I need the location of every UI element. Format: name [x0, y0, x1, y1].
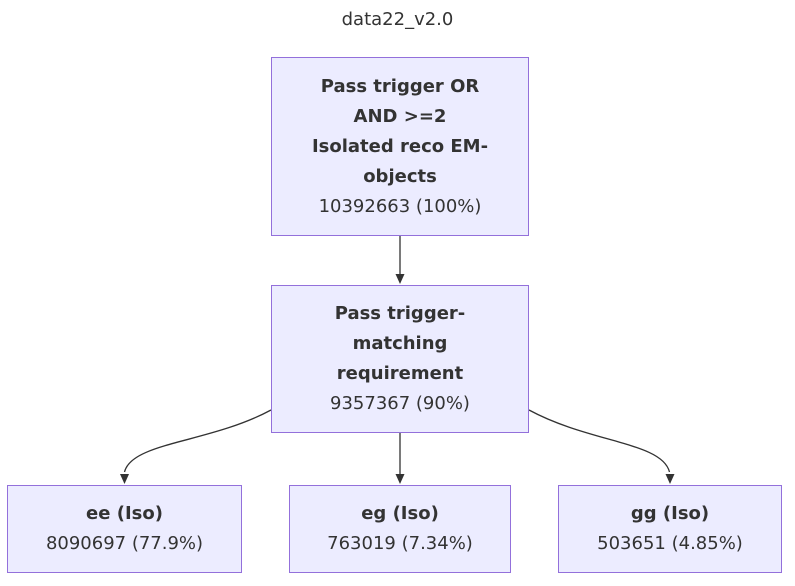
arrowhead-root-to-trigger-match [395, 274, 405, 284]
node-root-label: Pass trigger OR AND >=2 Isolated reco EM… [311, 75, 489, 187]
node-root: Pass trigger OR AND >=2 Isolated reco EM… [271, 57, 529, 236]
node-root-count: 10392663 (100%) [318, 195, 482, 217]
diagram-title: data22_v2.0 [341, 9, 454, 30]
node-eg-iso-count: 763019 (7.34%) [327, 533, 473, 554]
node-ee-iso-count: 8090697 (77.9%) [45, 533, 204, 554]
arrowhead-trigger-match-to-ee [120, 474, 129, 484]
arrowhead-trigger-match-to-eg [395, 474, 405, 484]
node-gg-iso-count: 503651 (4.85%) [597, 533, 743, 554]
node-eg-iso-label: eg (Iso) [361, 503, 439, 524]
edge-trigger-match-to-ee [123, 409, 272, 473]
node-trigger-matching-count: 9357367 (90%) [330, 393, 470, 414]
node-gg-iso: gg (Iso) 503651 (4.85%) [558, 485, 782, 573]
node-eg-iso: eg (Iso) 763019 (7.34%) [289, 485, 511, 573]
arrowhead-trigger-match-to-gg [665, 474, 675, 484]
edge-trigger-match-to-gg [528, 409, 671, 473]
node-ee-iso-label: ee (Iso) [86, 503, 163, 524]
node-gg-iso-label: gg (Iso) [630, 503, 710, 524]
node-trigger-matching: Pass trigger- matching requirement 93573… [271, 285, 529, 433]
node-ee-iso: ee (Iso) 8090697 (77.9%) [7, 485, 242, 573]
node-trigger-matching-label: Pass trigger- matching requirement [334, 303, 466, 384]
